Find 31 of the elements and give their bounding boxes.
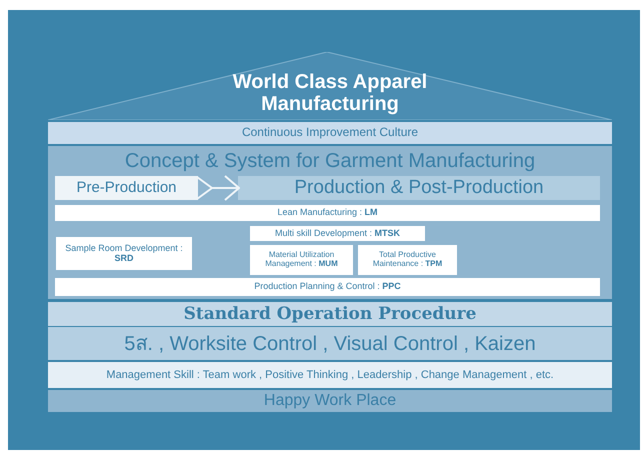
label: Management Skill : Team work , Positive Thinking , Leadership , Change Management , etc. <box>106 368 554 382</box>
program-box <box>250 245 353 275</box>
program-box <box>358 245 457 275</box>
label: Lean Manufacturing : LM <box>277 208 378 218</box>
label: Standard Operation Procedure <box>184 304 476 324</box>
foundation-band <box>48 302 612 326</box>
program-bar <box>55 205 600 221</box>
label: Production & Post-Production <box>294 178 544 198</box>
label: Pre-Production <box>76 180 177 196</box>
label: Sample Room Development : SRD <box>64 244 184 264</box>
chevron-arrow <box>196 175 240 201</box>
label: Material Utilization Management : MUM <box>264 251 339 269</box>
concept-panel <box>48 146 612 299</box>
foundation-band <box>48 362 612 388</box>
label: Happy Work Place <box>264 392 396 410</box>
label: Production Planning & Control : PPC <box>254 282 401 292</box>
roof <box>48 52 612 120</box>
label: Multi skill Development : MTSK <box>274 228 400 238</box>
program-bar <box>55 278 600 296</box>
label: Continuous Improvement Culture <box>242 126 418 140</box>
label: 5ส. , Worksite Control , Visual Control , Kaizen <box>124 332 536 354</box>
panel-heading: Concept & System for Garment Manufacturing <box>124 150 536 172</box>
title: World Class Apparel Manufacturing <box>232 71 428 115</box>
program-box <box>56 237 192 270</box>
label: Total Productive Maintenance : TPM <box>372 251 444 269</box>
program-box <box>250 226 425 241</box>
culture-band <box>48 122 612 144</box>
stage-band <box>238 176 600 200</box>
stage-box <box>55 176 198 200</box>
foundation-band <box>48 390 612 412</box>
foundation-band <box>48 327 612 360</box>
